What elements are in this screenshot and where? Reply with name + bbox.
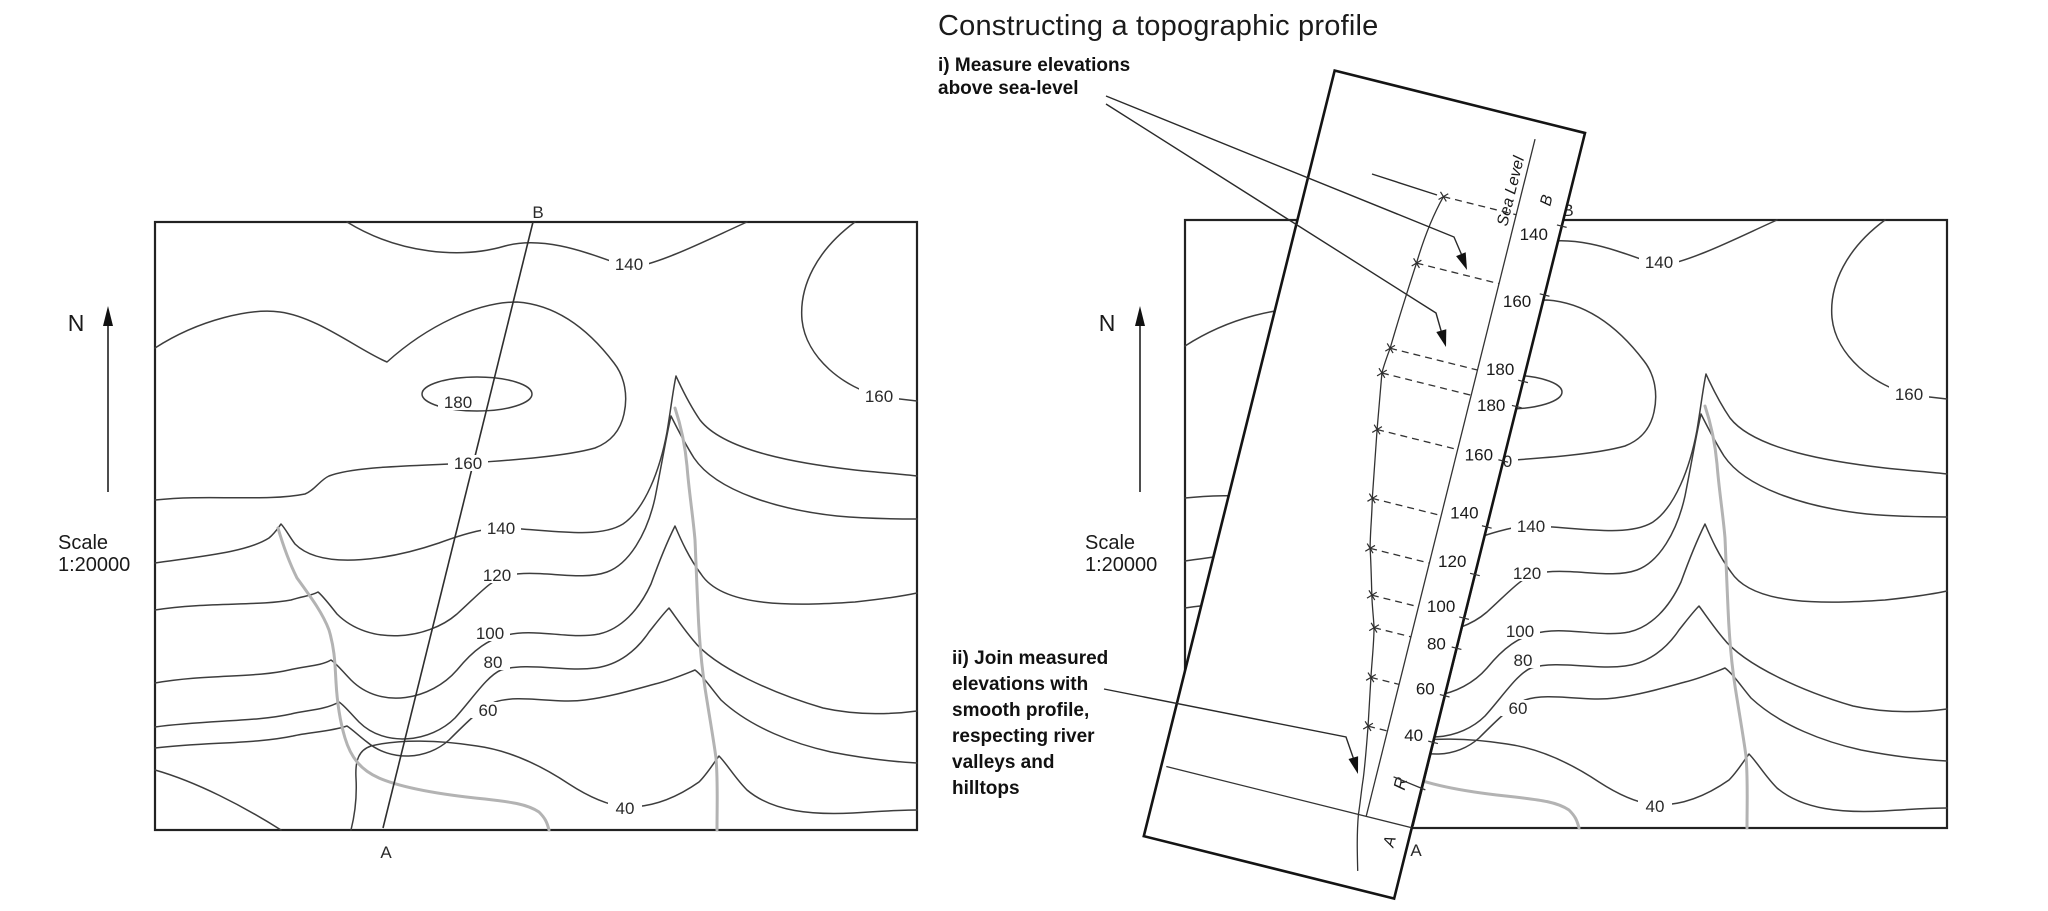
left-topographic-map <box>153 201 919 864</box>
scale-ratio: 1:20000 <box>1085 554 1157 576</box>
scale-word: Scale <box>1085 532 1135 554</box>
step1-line: i) Measure elevations <box>938 55 1131 76</box>
north-label: N <box>1099 310 1116 336</box>
strip-elevation-label: 160 <box>1503 292 1531 311</box>
step2-line: elevations with <box>952 674 1089 695</box>
strip-elevation-label: 120 <box>1438 552 1466 571</box>
strip-point-a-label: A <box>1381 834 1400 849</box>
strip-elevation-label: 100 <box>1427 597 1455 616</box>
page-title: Constructing a topographic profile <box>938 10 1379 42</box>
scale-ratio: 1:20000 <box>58 554 130 576</box>
strip-baseline-a <box>1166 765 1412 829</box>
scale-word: Scale <box>58 532 108 554</box>
right-scale-label: Scale 1:20000 <box>1085 532 1157 576</box>
edge-ticks <box>1428 224 1567 745</box>
step2-annotation: ii) Join measured elevations with smooth… <box>952 646 1108 802</box>
sea-level-line <box>1365 138 1536 817</box>
profile-paper-strip: Sea Level B A R <box>1142 69 1587 901</box>
north-arrowhead-icon <box>103 306 113 326</box>
strip-elevation-label: 140 <box>1450 504 1478 523</box>
step1-annotation: i) Measure elevations above sea-level <box>938 54 1130 100</box>
left-north-arrow: N <box>68 306 113 492</box>
strip-point-b-label: B <box>1538 193 1557 208</box>
projection-dashes <box>1367 196 1517 732</box>
strip-elevation-label: 160 <box>1465 445 1493 464</box>
leader-arrowhead-icon <box>1348 756 1359 774</box>
step1-leaders <box>1105 95 1467 347</box>
river-tick <box>1393 776 1426 791</box>
step2-line: smooth profile, <box>952 700 1090 721</box>
step2-line: valleys and <box>952 752 1055 773</box>
strip-elevation-label: 80 <box>1427 635 1446 654</box>
left-scale-label: Scale 1:20000 <box>58 532 130 576</box>
strip-elevation-label: 140 <box>1520 225 1548 244</box>
step2-leader <box>1103 688 1359 774</box>
step2-line: respecting river <box>952 726 1095 747</box>
north-label: N <box>68 310 85 336</box>
step2-line: ii) Join measured <box>952 648 1109 669</box>
north-arrowhead-icon <box>1135 306 1145 326</box>
strip-elevation-label: 60 <box>1416 679 1435 698</box>
leader-arrowhead-icon <box>1436 329 1447 347</box>
paper-strip-outline <box>1142 69 1587 901</box>
leader-to-first-mark <box>1371 173 1438 196</box>
strip-elevation-label: 180 <box>1477 396 1505 415</box>
strip-elevation-labels: 140 160 180 180 160 140 120 100 80 60 40 <box>1404 225 1548 745</box>
step2-line: hilltops <box>952 778 1020 799</box>
strip-elevation-label: 180 <box>1486 360 1514 379</box>
strip-elevation-label: 40 <box>1404 726 1423 745</box>
elevation-x-marks <box>1362 191 1449 732</box>
step1-line: above sea-level <box>938 78 1079 99</box>
right-north-arrow: N <box>1099 306 1145 492</box>
leader-arrowhead-icon <box>1456 252 1467 270</box>
strip-river-mark: R <box>1390 775 1411 792</box>
